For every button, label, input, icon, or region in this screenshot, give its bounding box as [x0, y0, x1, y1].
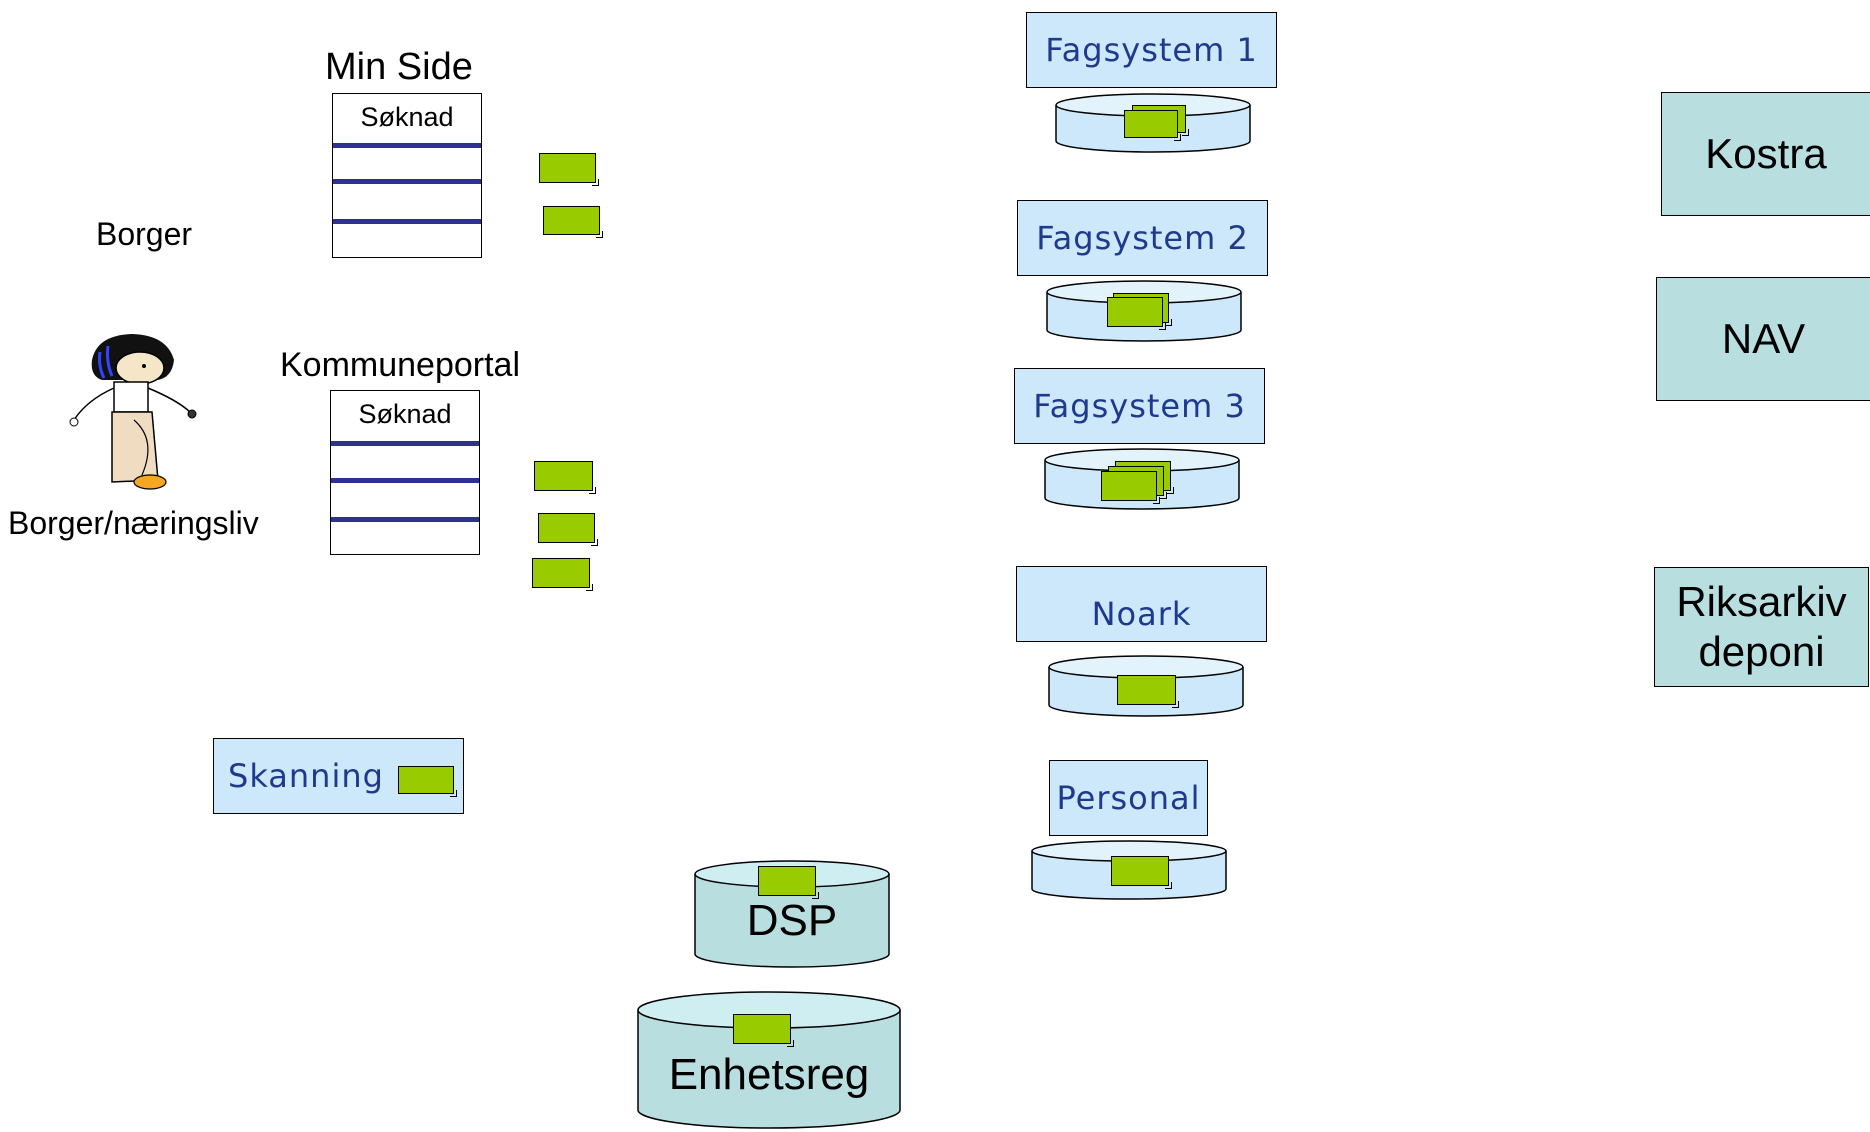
form-line: [333, 219, 481, 224]
fagsystem-2-database: [1046, 280, 1242, 342]
form-line: [331, 517, 479, 522]
dsp-label: DSP: [746, 896, 838, 945]
borger-label: Borger: [96, 216, 193, 252]
fagsystem-3-label: Fagsystem 3: [1033, 387, 1246, 425]
borger-naeringsliv-label: Borger/næringsliv: [8, 505, 259, 541]
fagsystem-3-box: Fagsystem 3: [1014, 368, 1265, 444]
noark-box: Noark: [1016, 566, 1267, 642]
riksarkiv-label: Riksarkiv: [1676, 577, 1847, 625]
document-icon: [1107, 297, 1166, 330]
riksarkiv-box: Riksarkiv deponi: [1654, 567, 1869, 687]
document-icon: [534, 461, 596, 494]
document-icon: [532, 558, 593, 591]
skanning-box: Skanning: [213, 738, 464, 814]
form-line: [333, 143, 481, 148]
dsp-database: [694, 860, 890, 968]
fagsystem-2-label: Fagsystem 2: [1036, 219, 1249, 257]
nav-label: NAV: [1721, 314, 1806, 362]
kommuneportal-title: Kommuneportal: [280, 346, 521, 384]
fagsystem-1-label: Fagsystem 1: [1045, 31, 1258, 69]
nav-box: NAV: [1656, 277, 1870, 401]
kostra-label: Kostra: [1705, 129, 1827, 177]
enhetsreg-label: Enhetsreg: [668, 1050, 870, 1099]
fagsystem-1-box: Fagsystem 1: [1026, 12, 1277, 88]
personal-box: Personal: [1049, 760, 1208, 836]
document-icon: [539, 153, 599, 186]
document-icon: [543, 206, 603, 238]
kommuneportal-form: Søknad: [330, 390, 480, 555]
form-line: [331, 441, 479, 446]
form-line: [331, 478, 479, 483]
fagsystem-2-box: Fagsystem 2: [1017, 200, 1268, 276]
noark-label: Noark: [1091, 595, 1192, 633]
document-icon: [758, 866, 819, 899]
document-icon: [733, 1014, 794, 1047]
min-side-title: Min Side: [325, 46, 473, 88]
document-icon: [1101, 471, 1160, 504]
form-header: Søknad: [358, 399, 452, 429]
document-icon: [538, 513, 598, 546]
kostra-box: Kostra: [1661, 92, 1870, 216]
document-icon: [1124, 110, 1181, 141]
form-line: [333, 179, 481, 184]
document-icon: [1117, 675, 1179, 708]
min-side-form: Søknad: [332, 93, 482, 258]
document-icon: [1111, 856, 1172, 889]
personal-label: Personal: [1056, 779, 1201, 817]
skanning-label: Skanning: [228, 757, 384, 795]
deponi-label: deponi: [1698, 628, 1825, 675]
person-icon: [62, 330, 202, 495]
form-header: Søknad: [360, 102, 454, 132]
document-icon: [397, 766, 457, 797]
